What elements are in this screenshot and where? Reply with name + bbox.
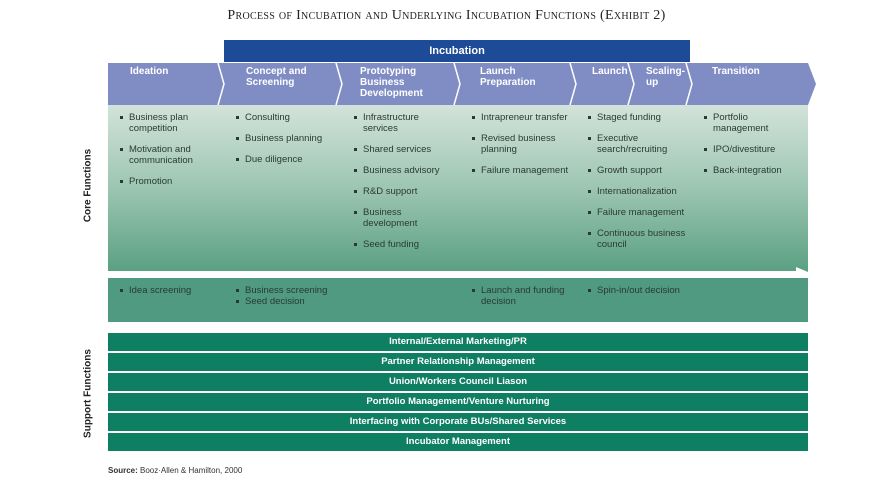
function-item: Revised business planning bbox=[472, 133, 572, 155]
process-arrow bbox=[108, 271, 798, 273]
function-item: Continuous business council bbox=[588, 228, 688, 250]
function-item: Consulting bbox=[236, 112, 338, 123]
function-item: Intrapreneur transfer bbox=[472, 112, 572, 123]
function-item: Business plan competition bbox=[120, 112, 220, 134]
decision-cell: Spin-in/out decision bbox=[576, 278, 694, 322]
function-item: Internationalization bbox=[588, 186, 688, 197]
function-item: Seed decision bbox=[236, 296, 338, 307]
incubation-bar: Incubation bbox=[224, 40, 690, 62]
function-item: Portfolio management bbox=[704, 112, 804, 134]
support-function-bar: Partner Relationship Management bbox=[108, 353, 808, 371]
function-item: Failure management bbox=[588, 207, 688, 218]
function-item: Growth support bbox=[588, 165, 688, 176]
decision-cell: Idea screening bbox=[108, 278, 226, 322]
function-item: Failure management bbox=[472, 165, 572, 176]
phase-launch: Launch bbox=[592, 66, 628, 77]
phase-concept: Concept and Screening bbox=[246, 66, 307, 88]
phase-transition: Transition bbox=[712, 66, 760, 77]
core-functions-label: Core Functions bbox=[82, 148, 94, 223]
support-function-bar: Internal/External Marketing/PR bbox=[108, 333, 808, 351]
function-item: Business planning bbox=[236, 133, 338, 144]
support-function-bar: Incubator Management bbox=[108, 433, 808, 451]
function-item: Motivation and communication bbox=[120, 144, 220, 166]
function-item: Launch and funding decision bbox=[472, 285, 572, 307]
decision-cell: Launch and funding decision bbox=[460, 278, 578, 322]
source-label: Source: bbox=[108, 466, 138, 475]
function-item: Staged funding bbox=[588, 112, 688, 123]
function-item: Promotion bbox=[120, 176, 220, 187]
support-function-bar: Union/Workers Council Liason bbox=[108, 373, 808, 391]
function-item: Due diligence bbox=[236, 154, 338, 165]
phase-chevrons bbox=[108, 63, 816, 105]
function-item: Business development bbox=[354, 207, 456, 229]
decision-cell bbox=[692, 278, 808, 322]
function-item: Spin-in/out decision bbox=[588, 285, 688, 296]
function-item: R&D support bbox=[354, 186, 456, 197]
source-text: Booz·Allen & Hamilton, 2000 bbox=[137, 466, 243, 475]
function-item: Executive search/recruiting bbox=[588, 133, 688, 155]
diagram-title: Process of Incubation and Underlying Inc… bbox=[227, 8, 666, 23]
function-item: Business screening bbox=[236, 285, 338, 296]
function-item: IPO/divestiture bbox=[704, 144, 804, 155]
support-functions-label: Support Functions bbox=[82, 349, 94, 438]
support-function-bar: Interfacing with Corporate BUs/Shared Se… bbox=[108, 413, 808, 431]
function-item: Back-integration bbox=[704, 165, 804, 176]
phase-ideation: Ideation bbox=[130, 66, 169, 77]
phase-launch-prep: Launch Preparation bbox=[480, 66, 536, 88]
support-function-bar: Portfolio Management/Venture Nurturing bbox=[108, 393, 808, 411]
decision-cell bbox=[342, 278, 462, 322]
phase-scaling: Scaling-up bbox=[646, 66, 685, 88]
source-note: Source: Booz·Allen & Hamilton, 2000 bbox=[108, 466, 242, 475]
function-item: Idea screening bbox=[120, 285, 220, 296]
function-item: Infrastructure services bbox=[354, 112, 456, 134]
arrowhead-icon bbox=[796, 267, 808, 277]
function-item: Shared services bbox=[354, 144, 456, 155]
function-item: Business advisory bbox=[354, 165, 456, 176]
function-item: Seed funding bbox=[354, 239, 456, 250]
phase-prototyping: Prototyping Business Development bbox=[360, 66, 423, 99]
